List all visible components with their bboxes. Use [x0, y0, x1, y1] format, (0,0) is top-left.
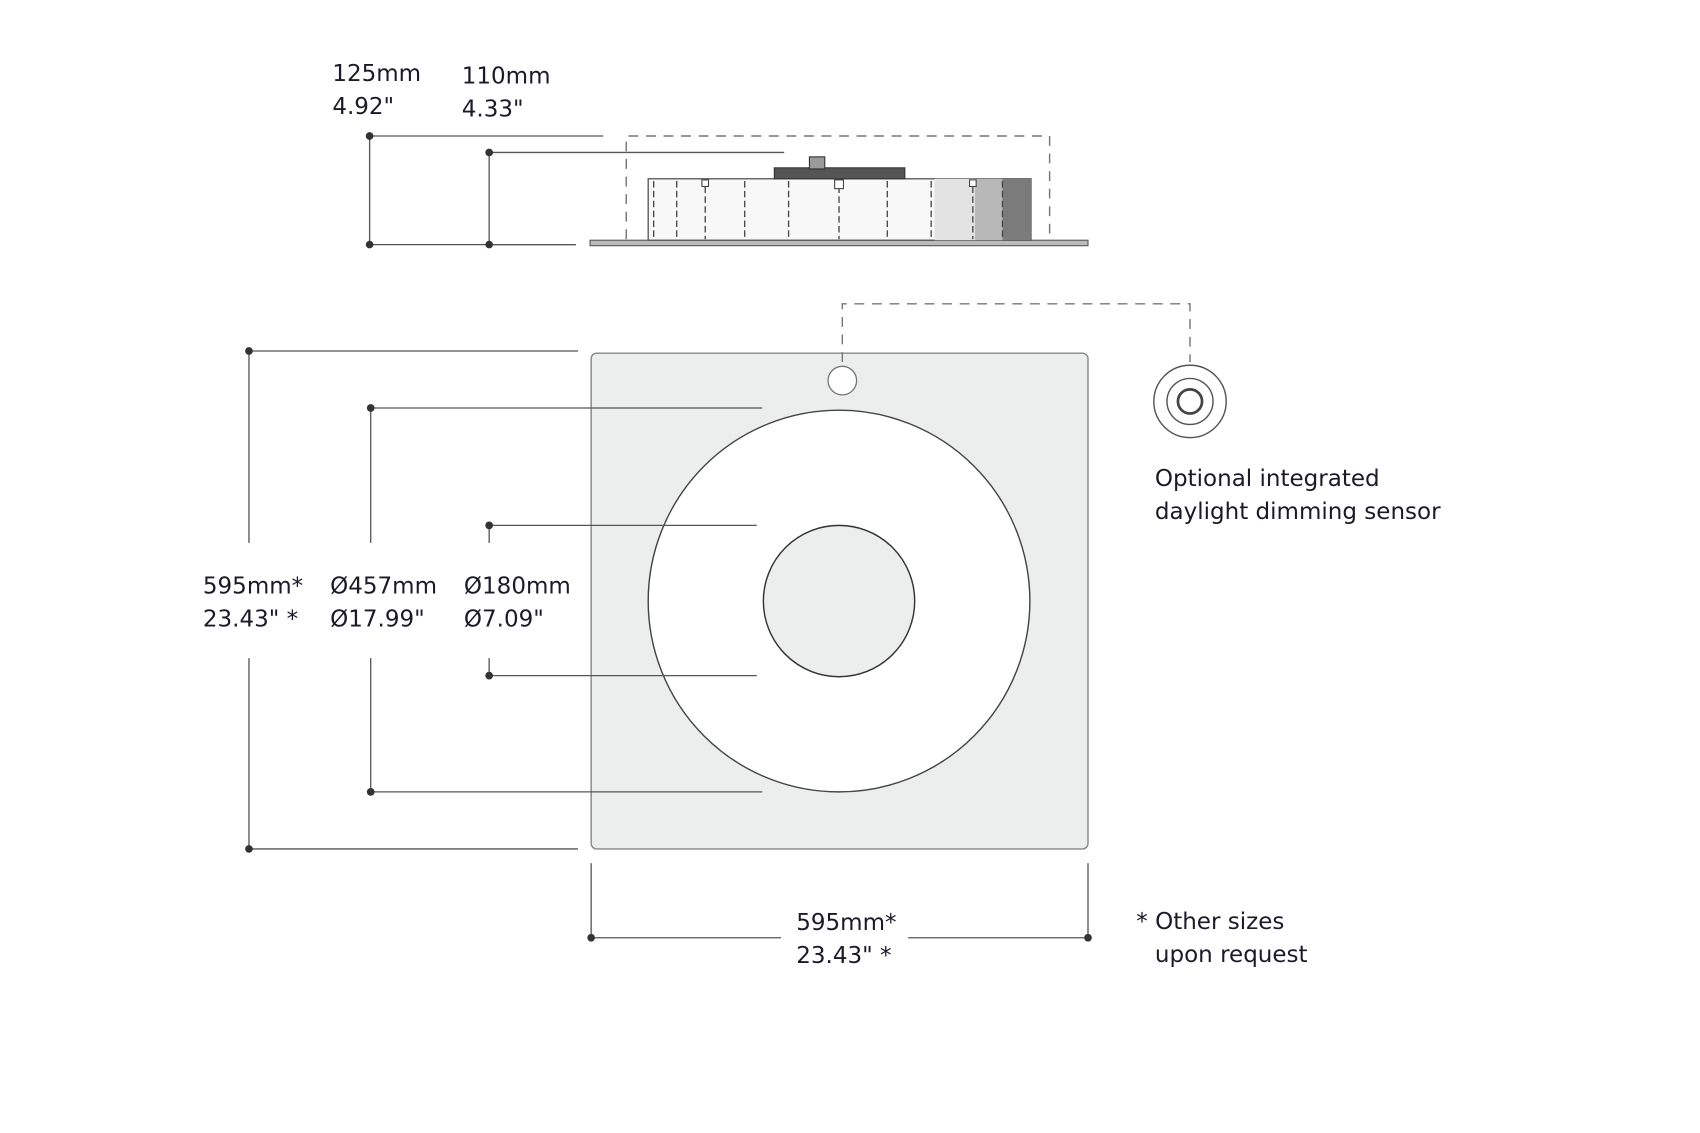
sensor-icon — [1153, 364, 1227, 439]
width-left-in: 23.43" * — [203, 606, 298, 632]
sensor-hole — [827, 365, 858, 396]
sensor-label-line1: Optional integrated — [1155, 466, 1380, 492]
sensor-label-line2: daylight dimming sensor — [1155, 499, 1441, 525]
outer-diameter-mm: Ø457mm — [330, 573, 437, 599]
width-bottom-in: 23.43" * — [796, 943, 891, 969]
fixture-plan-view — [590, 303, 1191, 850]
plan-view-dimensions: 595mm* 23.43" * Ø457mm Ø17.99" Ø180mm Ø7… — [203, 347, 1092, 969]
fixture-side-view — [589, 135, 1089, 247]
height-total-mm: 125mm — [332, 61, 421, 87]
width-bottom-mm: 595mm* — [796, 910, 896, 936]
inner-diameter-mm: Ø180mm — [464, 573, 571, 599]
width-left-mm: 595mm* — [203, 573, 303, 599]
inner-diameter-in: Ø7.09" — [464, 606, 544, 632]
note-line1: * Other sizes — [1136, 909, 1284, 935]
side-view-dimensions: 125mm 4.92" 110mm 4.33" — [332, 61, 785, 249]
height-body-mm: 110mm — [462, 63, 551, 89]
height-total-in: 4.92" — [332, 94, 394, 120]
outer-diameter-in: Ø17.99" — [330, 606, 425, 632]
note-line2: upon request — [1155, 942, 1308, 968]
height-body-in: 4.33" — [462, 96, 524, 122]
